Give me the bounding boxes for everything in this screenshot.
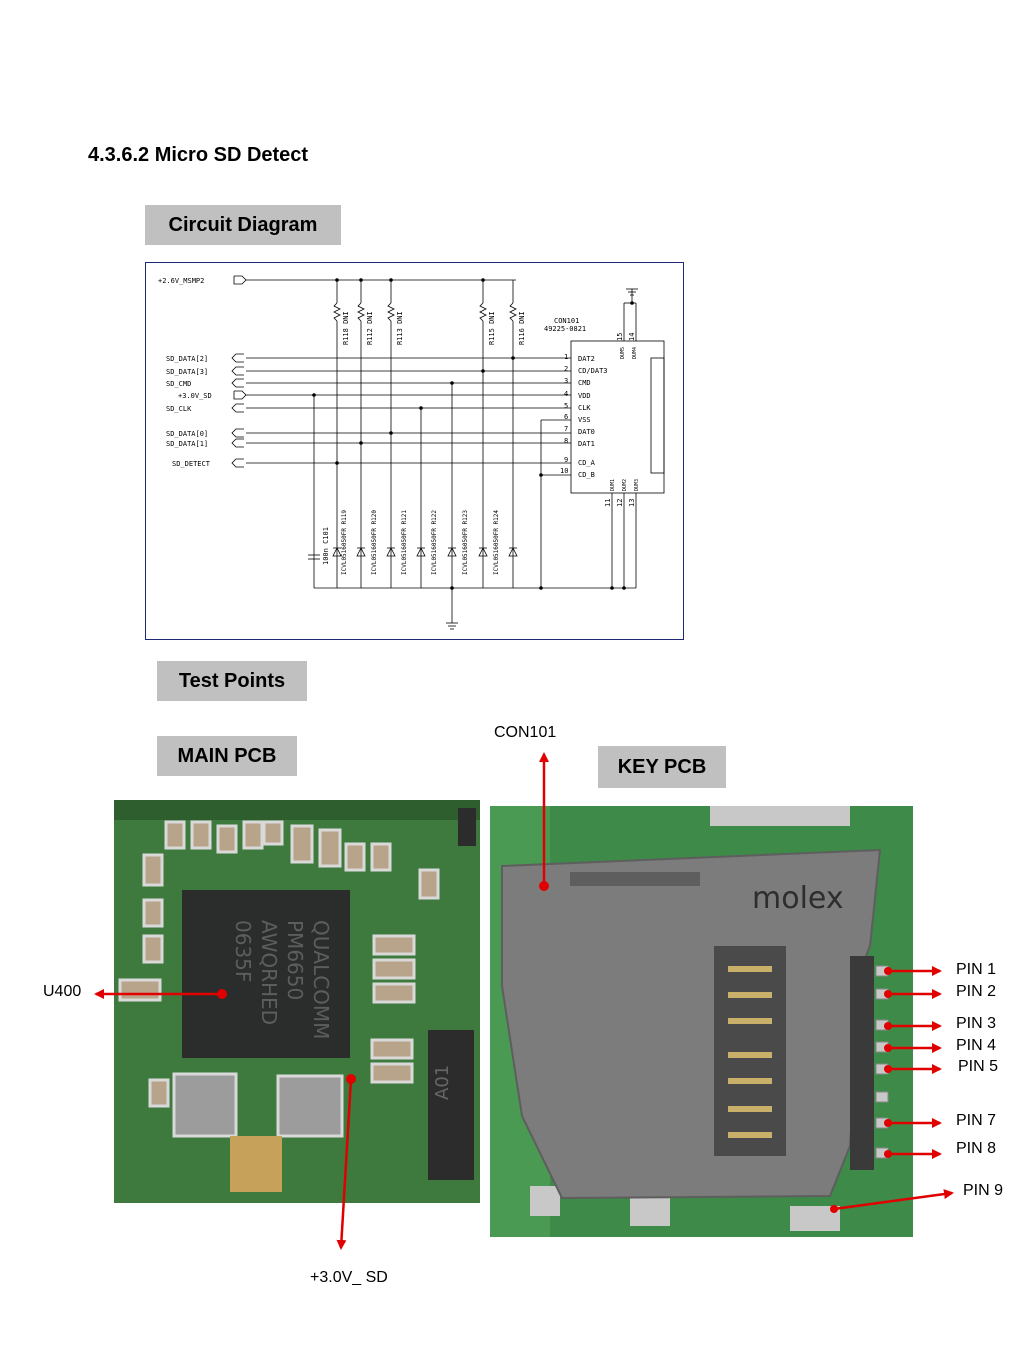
net-label: SD_CLK xyxy=(166,405,192,413)
esd-label: ICVL0516050FR R124 xyxy=(493,510,500,575)
pin-name: CMD xyxy=(578,379,591,387)
pin8-label: PIN 8 xyxy=(956,1140,997,1157)
esd-label: ICVL0516050FR R119 xyxy=(341,510,348,575)
pin9-label: PIN 9 xyxy=(963,1182,1004,1199)
key-pcb-photo: molex xyxy=(490,806,913,1237)
pin4-label: PIN 4 xyxy=(956,1037,997,1054)
esd-label: ICVL0516050FR R120 xyxy=(371,510,378,575)
pin7-label: PIN 7 xyxy=(956,1112,997,1129)
brand-logo: molex xyxy=(752,881,844,916)
connector-pin-numbers: 1 2 3 4 5 6 7 8 9 10 xyxy=(560,353,568,475)
pin3-label: PIN 3 xyxy=(956,1015,997,1032)
resistor-label: R115 DNI xyxy=(488,311,496,345)
pin-number: 5 xyxy=(564,402,568,410)
pin-name: CD_A xyxy=(578,459,596,467)
pin1-label: PIN 1 xyxy=(956,961,997,978)
key-pcb-label: KEY PCB xyxy=(598,746,726,788)
pin-number: 8 xyxy=(564,437,568,445)
capacitor-label: 100n C101 xyxy=(322,527,330,565)
pin-name: DAT2 xyxy=(578,355,595,363)
pin-name: CD/DAT3 xyxy=(578,367,608,375)
pin2-label: PIN 2 xyxy=(956,983,997,1000)
dummy-pin: 14 xyxy=(628,333,636,341)
net-label: SD_DATA[2] xyxy=(166,355,208,363)
pin-number: 3 xyxy=(564,377,568,385)
net-label: SD_DATA[0] xyxy=(166,430,208,438)
arrow-pin9 xyxy=(833,1189,954,1211)
net-label: SD_DATA[1] xyxy=(166,440,208,448)
net-label: SD_DATA[3] xyxy=(166,368,208,376)
dummy-label: DUM4 xyxy=(632,347,638,359)
arrow-3v0-sd xyxy=(336,1078,353,1250)
chip-marking: 0635F xyxy=(231,920,255,982)
connector-pin-names: DAT2 CD/DAT3 CMD VDD CLK VSS DAT0 DAT1 C… xyxy=(578,355,608,479)
power-net-label: +2.6V_MSMP2 xyxy=(158,277,204,285)
dummy-label: DUM1 xyxy=(610,479,616,491)
pin-name: VSS xyxy=(578,416,591,424)
con101-label: CON101 xyxy=(494,724,557,741)
component-marking: A01 xyxy=(432,1065,453,1100)
u400-label: U400 xyxy=(43,983,82,1000)
dummy-pin: 13 xyxy=(628,499,636,507)
esd-label: ICVL0516050FR R121 xyxy=(401,510,408,575)
pin-name: CLK xyxy=(578,404,591,412)
dummy-label: DUM2 xyxy=(622,479,628,491)
circuit-schematic: +2.6V_MSMP2 SD_DATA[2] SD_DATA[3] SD_CMD… xyxy=(145,262,684,640)
pin-number: 7 xyxy=(564,425,568,433)
resistor-label: R112 DNI xyxy=(366,311,374,345)
main-pcb-label: MAIN PCB xyxy=(157,736,297,776)
dummy-pin: 12 xyxy=(616,499,624,507)
test-points-label: Test Points xyxy=(157,661,307,701)
dummy-pin: 15 xyxy=(616,333,624,341)
esd-label: ICVL0516050FR R123 xyxy=(462,510,469,575)
chip-marking: PM6650 xyxy=(283,920,307,1000)
pin-number: 6 xyxy=(564,413,568,421)
resistor-label: R118 DNI xyxy=(342,311,350,345)
dummy-label: DUM5 xyxy=(620,347,626,359)
dummy-label: DUM3 xyxy=(634,479,640,491)
dummy-pin: 11 xyxy=(604,499,612,507)
circuit-diagram-label: Circuit Diagram xyxy=(145,205,341,245)
main-pcb-photo: QUALCOMM PM6650 AWQRHED 0635F A01 xyxy=(114,800,480,1203)
net-label: +3.0V_SD xyxy=(178,392,212,400)
chip-marking: QUALCOMM xyxy=(309,920,333,1039)
pin-number: 9 xyxy=(564,456,568,464)
resistor-label: R116 DNI xyxy=(518,311,526,345)
pin-number: 10 xyxy=(560,467,568,475)
connector-part: 49225-0821 xyxy=(544,325,586,333)
pin-number: 1 xyxy=(564,353,568,361)
pin-name: DAT1 xyxy=(578,440,595,448)
esd-label: ICVL0516050FR R122 xyxy=(431,510,438,575)
section-heading: 4.3.6.2 Micro SD Detect xyxy=(88,144,309,166)
net-label: SD_DETECT xyxy=(172,460,211,468)
pin5-label: PIN 5 xyxy=(958,1058,999,1075)
pin-name: CD_B xyxy=(578,471,595,479)
connector-ref: CON101 xyxy=(554,317,579,325)
resistor-label: R113 DNI xyxy=(396,311,404,345)
chip-marking: AWQRHED xyxy=(257,920,281,1025)
pin-name: DAT0 xyxy=(578,428,595,436)
v3-sd-label: +3.0V_ SD xyxy=(310,1269,388,1286)
pin-number: 2 xyxy=(564,365,568,373)
pin-number: 4 xyxy=(564,390,568,398)
net-label: SD_CMD xyxy=(166,380,191,388)
pin-name: VDD xyxy=(578,392,591,400)
